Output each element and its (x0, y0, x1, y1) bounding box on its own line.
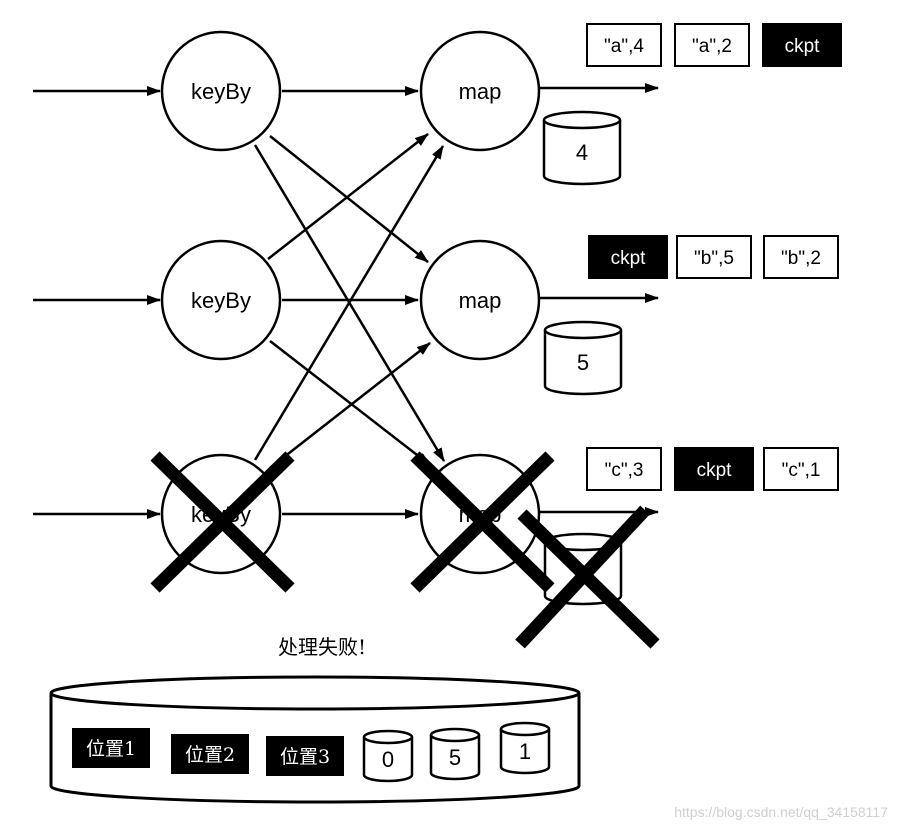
record-label: "c",3 (605, 460, 644, 481)
position-box-3 (266, 736, 344, 776)
failure-cross-keyby (150, 451, 295, 593)
map-label-2: map (459, 288, 502, 313)
stored-state-value-3: 1 (519, 739, 531, 764)
keyby-node-1 (160, 30, 282, 152)
record-label: "c",1 (782, 460, 821, 481)
edge-k2-m3 (269, 340, 431, 466)
record-box (586, 23, 662, 67)
record-box (763, 235, 839, 279)
edge-k3-m1 (253, 145, 445, 461)
watermark: https://blog.csdn.net/qq_34158117 (674, 804, 888, 820)
edge-k1-m2 (269, 135, 429, 263)
failure-cross-state (515, 505, 660, 649)
state-cylinder-2 (543, 320, 623, 396)
failure-cross-map (410, 451, 555, 593)
keyby-label-1: keyBy (191, 79, 251, 104)
state-cylinder-1 (542, 110, 622, 186)
checkpoint-label: ckpt (611, 248, 647, 269)
checkpoint-barrier (674, 447, 754, 491)
checkpoint-label: ckpt (785, 36, 821, 57)
stored-state-value-2: 5 (449, 745, 461, 770)
map-label-1: map (459, 79, 502, 104)
record-label: "b",5 (694, 248, 734, 269)
record-label: "b",2 (781, 248, 821, 269)
state-value-1: 4 (576, 140, 588, 165)
keyby-node-2 (160, 239, 282, 361)
checkpoint-barrier (588, 235, 668, 279)
record-label: "a",2 (692, 36, 732, 57)
state-value-2: 5 (577, 350, 589, 375)
stored-state-cylinder-2 (429, 727, 481, 781)
checkpoint-label: ckpt (697, 460, 733, 481)
position-label-3: 位置3 (280, 746, 330, 768)
record-box (676, 235, 752, 279)
stored-state-cylinder-3 (499, 721, 551, 775)
position-label-2: 位置2 (185, 744, 235, 766)
record-box (674, 23, 750, 67)
record-label: "a",4 (604, 36, 644, 57)
edge-k3-m2 (269, 342, 431, 469)
failure-caption: 处理失败! (278, 635, 366, 659)
map-node-1 (419, 30, 541, 152)
stored-state-cylinder-1 (362, 729, 414, 783)
map-node-2 (419, 239, 541, 361)
checkpoint-barrier (762, 23, 842, 67)
keyby-label-2: keyBy (191, 288, 251, 313)
position-box-1 (72, 728, 150, 768)
record-box (586, 447, 662, 491)
edge-k2-m1 (267, 133, 429, 260)
record-box (763, 447, 839, 491)
position-box-2 (171, 734, 249, 774)
stored-state-value-1: 0 (382, 747, 394, 772)
position-label-1: 位置1 (86, 738, 136, 760)
